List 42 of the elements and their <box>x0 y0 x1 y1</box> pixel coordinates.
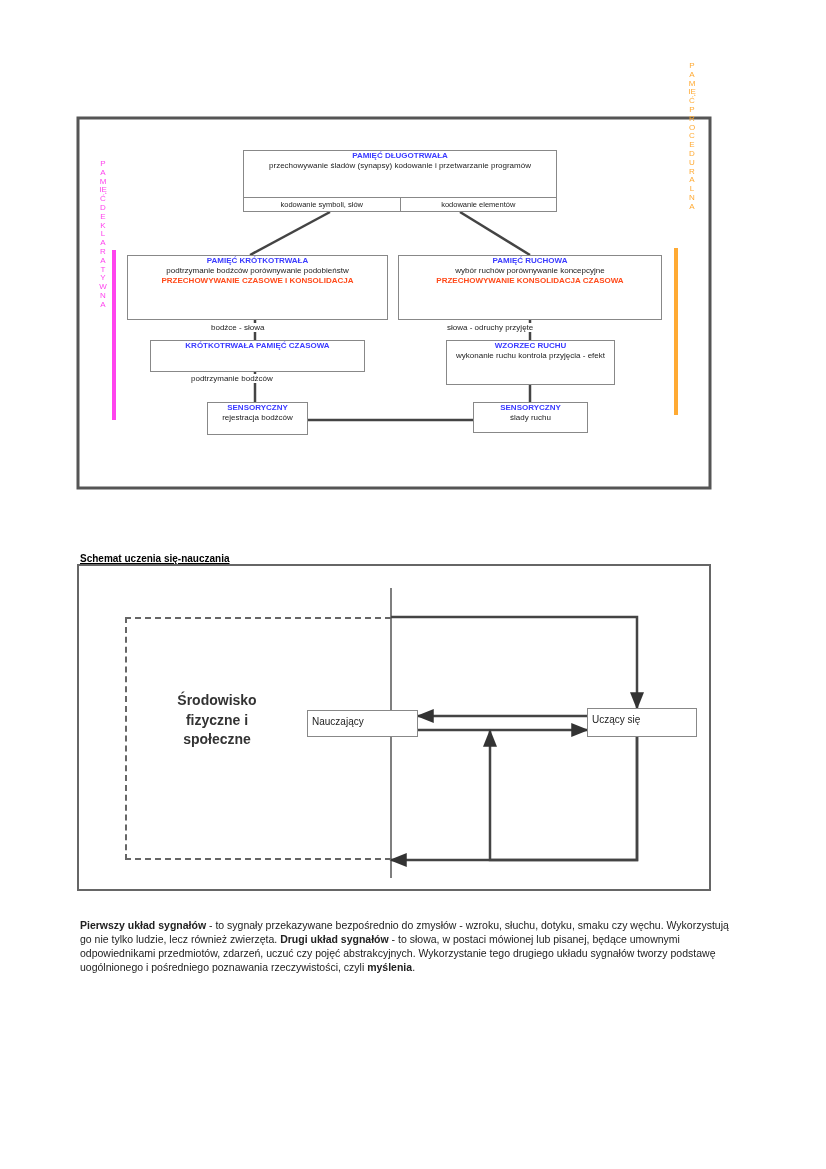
memory-box <box>207 402 308 435</box>
box-heading: SENSORYCZNY <box>226 403 289 413</box>
box-heading: KRÓTKOTRWAŁA PAMIĘĆ CZASOWA <box>184 341 331 351</box>
connector <box>483 729 639 862</box>
memory-box <box>398 255 662 320</box>
connector <box>308 418 473 422</box>
highlight-text: PRZECHOWYWANIE KONSOLIDACJA CZASOWA <box>435 276 625 286</box>
connector <box>249 210 331 257</box>
memory-box <box>243 150 557 212</box>
memory-box <box>473 402 588 433</box>
box-text: podtrzymanie bodźców porównywanie podobieństw <box>165 266 350 276</box>
edge-label: bodźce - słowa <box>210 323 266 332</box>
box-text: ślady ruchu <box>509 413 552 423</box>
box-label: Nauczający <box>311 715 365 729</box>
box-heading: PAMIĘĆ DŁUGOTRWAŁA <box>351 151 449 161</box>
process-box <box>587 708 697 737</box>
vertical-label: PAMIĘĆ DEKLARATYWNA <box>99 160 107 310</box>
box-text: wybór ruchów porównywanie koncepcyjne <box>454 266 606 276</box>
region-label: Środowisko fizyczne i społeczne <box>176 691 258 750</box>
connector <box>391 615 644 710</box>
edge-label: słowa - odruchy przyjęte <box>446 323 535 332</box>
diagram-title: Schemat uczenia się-nauczania <box>80 553 230 564</box>
box-heading: SENSORYCZNY <box>499 403 562 413</box>
process-box <box>307 710 418 737</box>
box-heading: WZORZEC RUCHU <box>493 341 568 351</box>
connector <box>253 372 257 402</box>
box-text: rejestracja bodźców <box>221 413 294 423</box>
connector <box>416 709 587 723</box>
memory-box <box>127 255 388 320</box>
box-heading: PAMIĘĆ KRÓTKOTRWAŁA <box>205 256 310 266</box>
highlight-text: PRZECHOWYWANIE CZASOWE I KONSOLIDACJA <box>160 276 355 286</box>
paragraph: Pierwszy układ sygnałów - to sygnały przekazywane bezpośrednio do zmysłów - wzroku, słuchu, dotyku, smaku czy węchu. Wykorzystują go nie tylko ludzie, lecz również zwierzęta. Drugi układ sygnałów - to słowa, w postaci mówionej lub pisanej, będące umownymi odpowiednikami przedmiotów, zdarzeń, uczuć czy pojęć abstrakcyjnych. Wykorzystanie tego drugiego układu sygnałów tworzy podstawę uogólnionego i pośredniego poznawania rzeczywistości, czyli myślenia. <box>80 919 730 975</box>
connector <box>418 723 589 737</box>
vertical-label: PAMIĘĆ PROCEDURALNA <box>688 62 696 212</box>
box-heading: PAMIĘĆ RUCHOWA <box>491 256 569 266</box>
node-caption: podtrzymanie bodźców <box>190 374 274 383</box>
connector <box>459 210 531 257</box>
memory-box <box>446 340 615 385</box>
box-text: wykonanie ruchu kontrola przyjęcia - efekt <box>455 351 606 361</box>
box-text: przechowywanie śladów (synapsy) kodowanie i przetwarzanie programów <box>268 161 532 171</box>
box-label: Uczący się <box>591 713 642 727</box>
memory-box <box>150 340 365 372</box>
